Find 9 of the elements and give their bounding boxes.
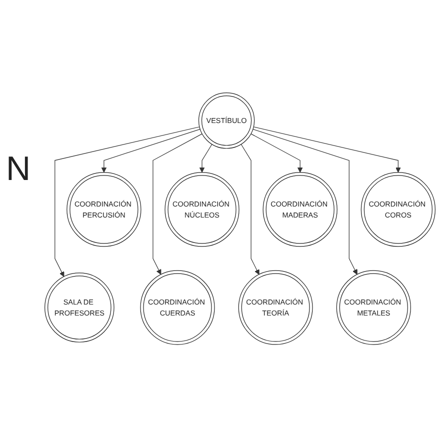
- arrow: [250, 133, 303, 172]
- arrow: [252, 128, 358, 274]
- letter-text: N: [6, 150, 31, 189]
- arrow: [54, 126, 200, 277]
- arrow: [101, 128, 200, 172]
- arrow: [199, 144, 212, 172]
- arrow: [253, 126, 401, 172]
- arrow: [152, 133, 202, 274]
- arrow: [240, 144, 260, 275]
